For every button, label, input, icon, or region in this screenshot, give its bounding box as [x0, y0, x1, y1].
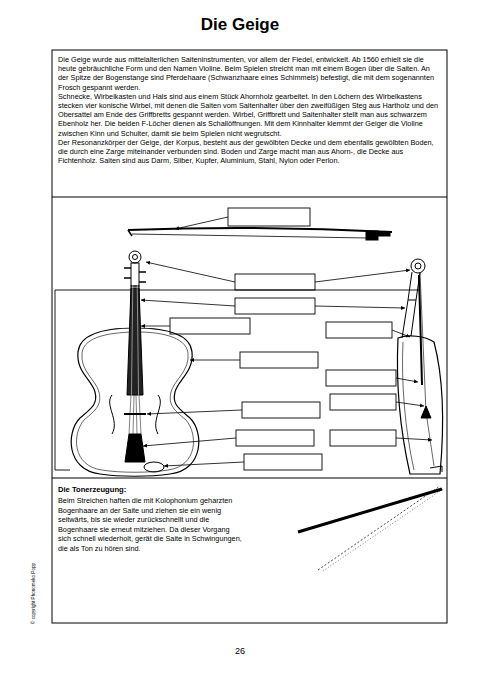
string-sketch: [318, 486, 440, 570]
leader-line: [146, 262, 235, 282]
copyright-note: © copyright Phonomeko Popp: [31, 534, 36, 624]
leader-line: [147, 410, 242, 414]
violin-pegbox: [131, 263, 139, 286]
bracket-line: [55, 290, 420, 470]
bow-frog: [366, 231, 378, 240]
leader-line: [141, 326, 170, 327]
side-fingerboard: [419, 275, 422, 385]
body-text: Beim Streichen haften die mit Kolophoniu…: [58, 496, 244, 554]
side-scroll: [415, 263, 421, 269]
answer-box: [235, 298, 315, 314]
violin-f-hole: [110, 395, 115, 434]
answer-box: [244, 454, 322, 470]
violin-scroll: [133, 255, 138, 260]
leader-line: [141, 300, 235, 306]
side-string: [420, 272, 434, 466]
outer-frame: [52, 50, 447, 623]
explanation-box: Die Tonerzeugung:Beim Streichen haften d…: [52, 478, 250, 623]
body-text: Schnecke, Wirbelkasten und Hals sind aus…: [58, 92, 441, 138]
leader-line: [190, 360, 240, 361]
leader-line: [315, 306, 405, 308]
leader-line: [396, 438, 432, 440]
answer-box: [170, 318, 250, 334]
answer-box: [326, 322, 392, 338]
section-divider: [52, 197, 447, 198]
leader-line: [315, 270, 410, 282]
leader-line: [164, 462, 244, 466]
page-number: 26: [0, 646, 480, 656]
side-bridge: [421, 406, 431, 418]
violin-string: [137, 266, 139, 434]
violin-string: [131, 266, 133, 434]
violin-scroll: [129, 251, 141, 263]
bow-tip: [128, 230, 132, 236]
violin-f-hole: [156, 395, 161, 434]
leader-line: [392, 330, 410, 337]
bow-hair: [132, 234, 368, 238]
answer-box: [228, 208, 310, 226]
box-heading: Die Tonerzeugung:: [58, 485, 244, 495]
violin-peg: [124, 267, 131, 269]
answer-box: [330, 430, 396, 446]
bow-sketch: [298, 489, 442, 532]
body-text: Der Resonanzkörper der Geige, der Korpus…: [58, 138, 441, 166]
page-title: Die Geige: [0, 15, 480, 35]
info-text-box: Die Geige wurde aus mittelalterlichen Sa…: [52, 50, 447, 197]
answer-box: [242, 402, 320, 418]
violin-peg: [124, 277, 131, 279]
side-neck: [402, 300, 416, 338]
bow-screw: [378, 232, 390, 236]
answer-box: [235, 274, 315, 290]
leader-line: [396, 402, 424, 406]
violin-tailpiece: [125, 434, 145, 462]
side-rib: [402, 342, 414, 470]
side-body: [398, 336, 443, 474]
answer-box: [330, 394, 396, 410]
violin-peg: [139, 281, 146, 283]
answer-box: [326, 370, 396, 386]
violin-peg: [139, 271, 146, 273]
violin-fingerboard: [127, 288, 143, 395]
bow-stick: [128, 228, 392, 232]
side-chinrest: [430, 466, 442, 472]
leader-line: [175, 217, 228, 229]
body-text: Die Geige wurde aus mittelalterlichen Sa…: [58, 55, 441, 92]
leader-line: [396, 378, 418, 382]
string-sketch: [323, 489, 443, 571]
violin-chinrest: [144, 462, 164, 472]
side-scroll: [411, 259, 425, 273]
answer-box: [240, 352, 318, 368]
leader-line: [143, 438, 236, 446]
section-divider: [52, 478, 447, 479]
answer-box: [236, 430, 314, 446]
violin-bridge: [124, 413, 146, 415]
